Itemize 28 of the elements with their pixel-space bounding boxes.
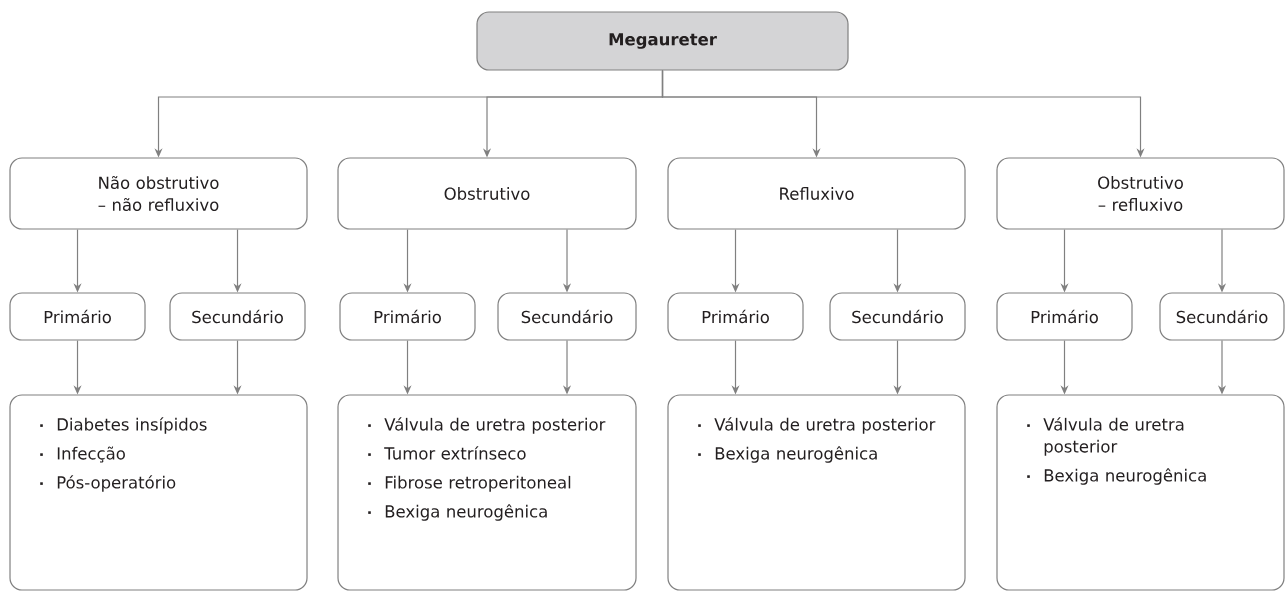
subtype-box: Primário (667, 292, 804, 341)
list-item: Bexiga neurogênica (368, 504, 547, 521)
subtype-box: Primário (339, 292, 476, 341)
cause-list-box (667, 394, 966, 591)
subtype-box: Primário (996, 292, 1133, 341)
list-item: Bexiga neurogênica (1027, 468, 1206, 485)
list-item: Bexiga neurogênica (698, 446, 877, 463)
subtype-box: Secundário (829, 292, 966, 341)
category-box: Refluxivo (667, 157, 966, 230)
cause-list-box (337, 394, 637, 591)
category-box: Não obstrutivo – não refluxivo (9, 157, 308, 230)
list-item: Infecção (40, 446, 125, 463)
list-item: Pós-operatório (40, 475, 176, 492)
category-box: Obstrutivo (337, 157, 637, 230)
subtype-box: Secundário (497, 292, 637, 341)
list-item: Tumor extrínseco (368, 446, 526, 460)
list-item: Fibrose retroperitoneal (368, 475, 571, 492)
list-item: Válvula de uretra posterior (698, 417, 936, 434)
subtype-box: Secundário (169, 292, 306, 341)
subtype-box: Secundário (1159, 292, 1285, 341)
category-box: Obstrutivo – refluxivo (996, 157, 1285, 230)
cause-list-box (9, 394, 308, 591)
subtype-box: Primário (9, 292, 146, 341)
title-box: Megaureter (476, 11, 849, 71)
list-item: Válvula de uretra posterior (1027, 417, 1184, 456)
list-item: Diabetes insípidos (40, 417, 207, 434)
cause-list-box (996, 394, 1285, 591)
list-item: Válvula de uretra posterior (368, 417, 606, 434)
